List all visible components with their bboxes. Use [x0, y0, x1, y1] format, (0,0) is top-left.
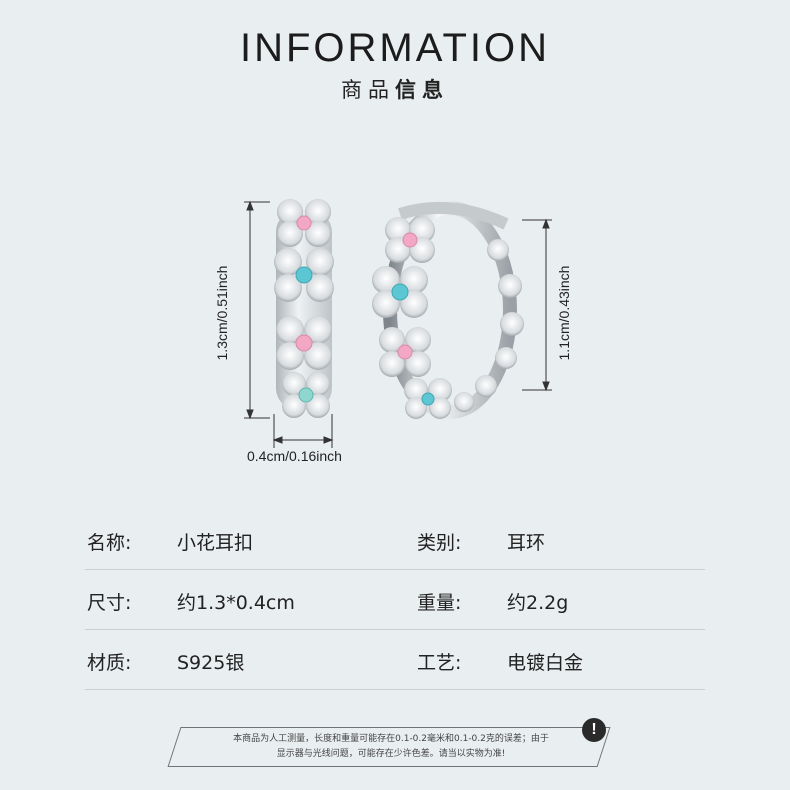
hoop-back-flowers	[454, 239, 524, 412]
hoop-flower-1	[385, 217, 435, 263]
earring-side-view	[372, 201, 524, 419]
spec-value: 耳环	[507, 532, 546, 554]
spec-label: 类别:	[417, 532, 462, 554]
spec-value: 电镀白金	[507, 652, 584, 674]
spec-value: 约1.3*0.4cm	[177, 592, 295, 614]
height-label-side: 1.1cm/0.43inch	[556, 265, 572, 361]
dimension-line-right	[522, 218, 552, 392]
flower-pink-2	[276, 316, 332, 370]
height-label-front: 1.3cm/0.51inch	[214, 265, 230, 361]
flower-blue-2	[282, 372, 330, 418]
product-figure: 1.3cm/0.51inch 1.1cm/0.43inch 0.4cm/0.16…	[214, 190, 590, 470]
subtitle-bold: 信息	[395, 78, 449, 102]
hoop-flower-2	[372, 266, 428, 318]
subtitle-regular: 商品	[341, 78, 395, 102]
spec-label: 重量:	[417, 592, 462, 614]
spec-value: 约2.2g	[507, 592, 569, 614]
earring-illustration	[244, 199, 552, 448]
dimension-line-left	[244, 200, 270, 420]
notice-line-1: 本商品为人工测量，长度和重量可能存在0.1-0.2毫米和0.1-0.2克的误差；…	[233, 734, 549, 744]
notice-line-2: 显示器与光线问题，可能存在少许色差。请当以实物为准!	[276, 749, 506, 759]
spec-label: 尺寸:	[87, 592, 132, 614]
exclamation-icon: !	[582, 718, 606, 742]
spec-table: 名称: 小花耳扣 类别: 耳环 尺寸: 约1.3*0.4cm 重量: 约2.2g…	[85, 510, 705, 690]
notice-text: 本商品为人工测量，长度和重量可能存在0.1-0.2毫米和0.1-0.2克的误差；…	[192, 732, 590, 762]
spec-row: 材质: S925银 工艺: 电镀白金	[85, 630, 705, 690]
spec-row: 尺寸: 约1.3*0.4cm 重量: 约2.2g	[85, 570, 705, 630]
dimension-line-bottom	[272, 414, 334, 448]
flower-pink-1	[277, 199, 331, 247]
spec-label: 工艺:	[417, 652, 462, 674]
spec-label: 材质:	[87, 652, 132, 674]
width-label: 0.4cm/0.16inch	[247, 448, 342, 464]
spec-row: 名称: 小花耳扣 类别: 耳环	[85, 510, 705, 570]
page-subtitle: 商品信息	[0, 74, 790, 104]
spec-value: S925银	[177, 652, 245, 674]
spec-value: 小花耳扣	[177, 532, 254, 554]
hoop-flower-3	[379, 327, 431, 377]
flower-blue-1	[274, 248, 334, 302]
earring-front-view	[274, 199, 334, 418]
page-title: INFORMATION	[239, 26, 550, 70]
hoop-flower-4	[404, 378, 452, 419]
spec-label: 名称:	[87, 532, 132, 554]
